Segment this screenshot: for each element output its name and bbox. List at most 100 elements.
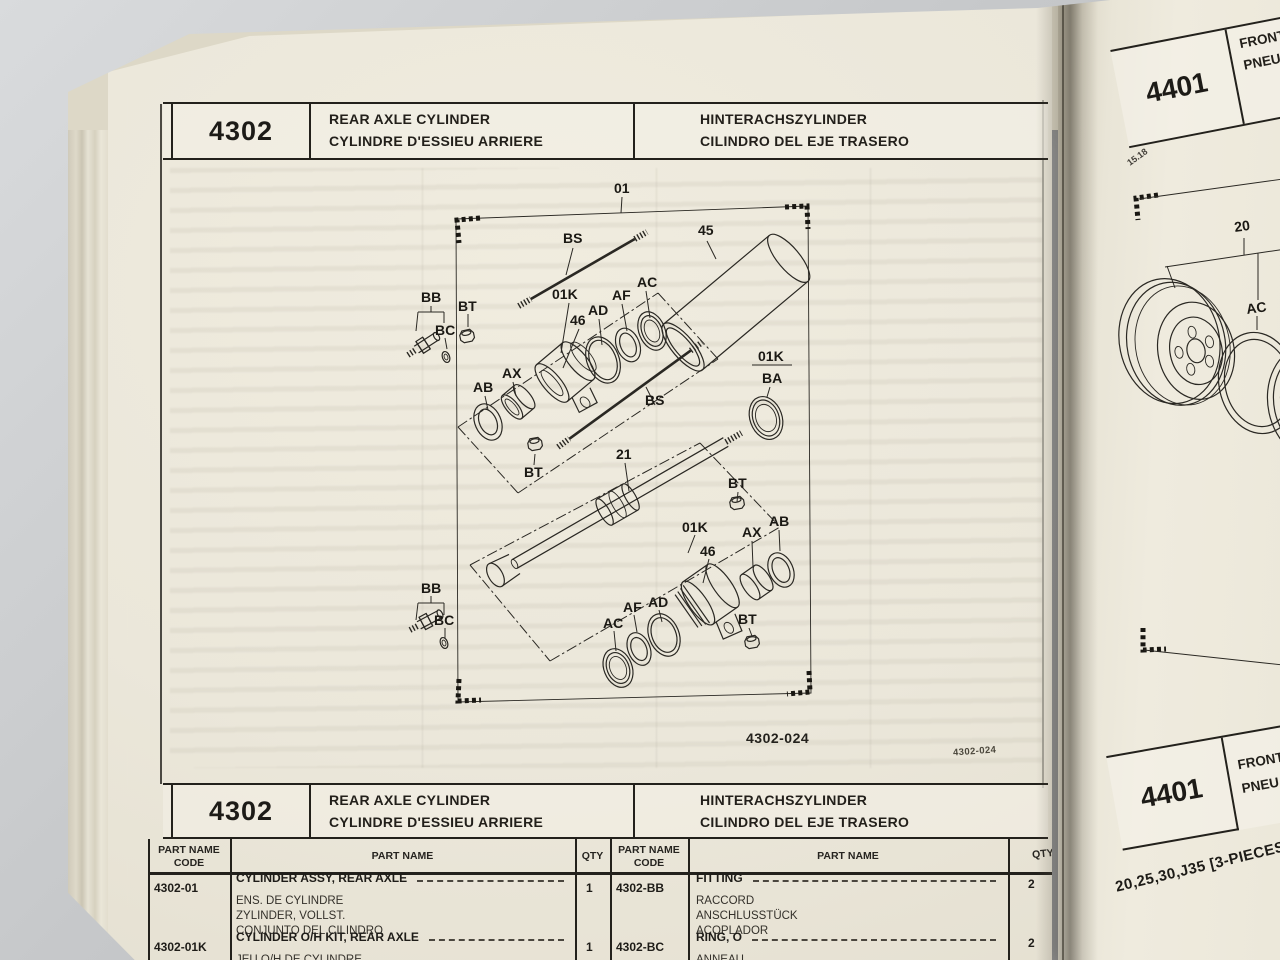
cylinder-tube-45 xyxy=(661,233,811,372)
section-title-en: REAR AXLE CYLINDER xyxy=(329,111,491,127)
open-book: 4302 REAR AXLE CYLINDER CYLINDRE D'ESSIE… xyxy=(68,0,1280,960)
ring-ba xyxy=(748,396,784,440)
ring-af-lower xyxy=(626,632,652,666)
page-frame-left-rule xyxy=(160,104,162,784)
table-column-headers xyxy=(148,839,1052,875)
band-divider xyxy=(633,785,635,837)
lock-ring-aa xyxy=(1266,343,1280,463)
seal-ab xyxy=(473,403,503,441)
tie-rod-bs2 xyxy=(556,339,704,450)
ring-ac-lower xyxy=(602,648,634,688)
side-ring-ac xyxy=(1217,331,1280,435)
part-name-row: RING, O xyxy=(696,930,1002,944)
section-title-es: CILINDRO DEL EJE TRASERO xyxy=(700,814,910,830)
label-ac: AC xyxy=(637,274,657,290)
right-footer-code: 4401 xyxy=(1106,737,1240,851)
seal-ab-lower xyxy=(767,552,795,588)
band-divider xyxy=(633,104,635,158)
label-bs2: BS xyxy=(645,392,664,408)
label-bt-mid: BT xyxy=(524,464,543,480)
part-name-row: CYLINDER ASSY, REAR AXLE xyxy=(236,871,570,885)
diagram-corner-marks xyxy=(454,203,813,704)
label-bb: BB xyxy=(421,289,441,305)
section-code: 4302 xyxy=(171,104,311,158)
label-af-low: AF xyxy=(623,599,642,615)
part-name-row: FITTING xyxy=(696,871,1002,885)
wheel-diagram: 01 20 AC AA xyxy=(1118,149,1280,673)
label-bt-low: BT xyxy=(738,611,757,627)
label-bs: BS xyxy=(563,230,582,246)
book-gutter-shadow xyxy=(1036,0,1098,960)
section-title-de: HINTERACHSZYLINDER xyxy=(700,111,868,127)
label-ad-low: AD xyxy=(648,594,668,610)
gland-46-lower xyxy=(674,563,743,640)
label-bt-rod: BT xyxy=(728,475,747,491)
ring-ac xyxy=(637,311,667,351)
label-01k-ba: 01K xyxy=(758,348,784,364)
o-ring-bc-lower xyxy=(439,636,449,650)
col-part-name: PART NAME xyxy=(371,850,434,862)
label-20: 20 xyxy=(1233,217,1251,235)
right-footer-band: 4401 FRONT PNEU ( xyxy=(1106,721,1280,851)
part-code: 4302-BB xyxy=(616,881,665,895)
label-45: 45 xyxy=(698,222,714,238)
label-ac-low: AC xyxy=(603,615,623,631)
label-21: 21 xyxy=(616,446,632,462)
label-ab-low: AB xyxy=(769,513,789,529)
label-ax: AX xyxy=(502,365,522,381)
right-title-1: FRONT WHE xyxy=(1238,21,1280,52)
part-qty: 2 xyxy=(1028,877,1035,891)
label-bb-low: BB xyxy=(421,580,441,596)
part-code: 4302-BC xyxy=(616,940,665,954)
section-title-de: HINTERACHSZYLINDER xyxy=(700,792,868,808)
ring-af xyxy=(614,327,642,363)
left-page: 4302 REAR AXLE CYLINDER CYLINDRE D'ESSIE… xyxy=(108,6,1052,960)
label-46-low: 46 xyxy=(700,543,716,559)
exploded-view-diagram: 01 BS 45 AC AF AD 46 01K AX AB BB BT BC … xyxy=(400,180,813,704)
label-ab: AB xyxy=(473,379,493,395)
section-title-es: CILINDRO DEL EJE TRASERO xyxy=(700,133,910,149)
o-ring-bc xyxy=(441,350,451,364)
col-part-name-r: PART NAME xyxy=(817,850,879,862)
wheel-rim xyxy=(1118,278,1236,406)
section-code: 4302 xyxy=(171,785,311,837)
table-header-band: 4302 REAR AXLE CYLINDER CYLINDRE D'ESSIE… xyxy=(163,783,1048,839)
label-ac-right: AC xyxy=(1245,298,1267,317)
label-01k: 01K xyxy=(552,286,578,302)
col-qty: QTY xyxy=(581,850,604,862)
leader-lines xyxy=(415,196,792,652)
seal-kit-boundary xyxy=(457,292,781,662)
bushing-ax xyxy=(500,383,536,420)
right-footer-title-2: PNEU ( xyxy=(1240,773,1280,796)
part-qty: 1 xyxy=(586,881,593,895)
label-bc-low: BC xyxy=(434,612,454,628)
label-bc: BC xyxy=(435,322,455,338)
gland-46 xyxy=(534,341,598,414)
ring-ad-lower xyxy=(647,613,681,657)
section-title-fr: CYLINDRE D'ESSIEU ARRIERE xyxy=(329,133,544,149)
part-code: 4302-01 xyxy=(154,881,199,895)
label-01k-low: 01K xyxy=(682,519,708,535)
label-bt: BT xyxy=(458,298,477,314)
diagram-border xyxy=(455,205,812,703)
tie-rod-bs1 xyxy=(517,229,649,309)
label-46: 46 xyxy=(570,312,586,328)
section-title-en: REAR AXLE CYLINDER xyxy=(329,792,491,808)
label-01: 01 xyxy=(614,180,630,196)
page-edge-stack xyxy=(68,0,110,960)
bushing-ax-lower xyxy=(739,564,774,601)
part-code: 4302-01K xyxy=(154,940,207,954)
figure-caption: 4302-024 xyxy=(746,730,810,746)
part-name-row: CYLINDER O/H KIT, REAR AXLE xyxy=(236,930,570,944)
part-qty: 1 xyxy=(586,940,593,954)
part-qty: 2 xyxy=(1028,936,1035,950)
page-header-band: 4302 REAR AXLE CYLINDER CYLINDRE D'ESSIE… xyxy=(163,102,1048,160)
label-ba: BA xyxy=(762,370,782,386)
label-ax-low: AX xyxy=(742,524,762,540)
label-ad: AD xyxy=(588,302,608,318)
label-af: AF xyxy=(612,287,631,303)
